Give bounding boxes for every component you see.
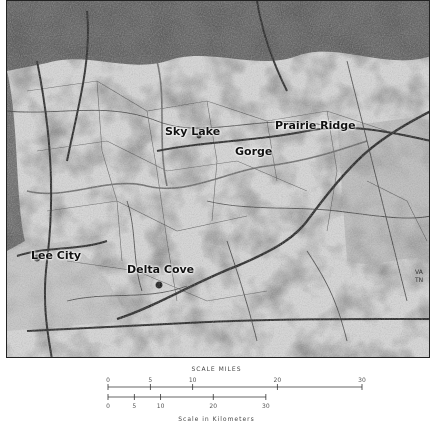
label-gorge: Gorge bbox=[235, 145, 273, 158]
scale-km-title: Scale in Kilometers bbox=[178, 416, 255, 423]
label-sky-lake: Sky Lake bbox=[165, 125, 221, 138]
label-state-tn: TN bbox=[415, 277, 424, 284]
scale-title: SCALE MILES bbox=[191, 366, 242, 373]
km-scale: 0 5 10 20 30 bbox=[106, 394, 270, 410]
km-tick-label: 5 bbox=[132, 403, 136, 410]
mile-tick-label: 5 bbox=[148, 377, 152, 384]
km-tick-label: 10 bbox=[157, 403, 165, 410]
scale-bar: 0 5 10 20 30 0 5 10 20 30 bbox=[106, 377, 366, 410]
mile-tick-label: 10 bbox=[189, 377, 197, 384]
km-tick-label: 20 bbox=[209, 403, 217, 410]
mile-scale: 0 5 10 20 30 bbox=[106, 377, 366, 390]
topographic-map: Sky Lake Prairie Ridge Gorge Lee City De… bbox=[6, 0, 430, 358]
label-city-left: Lee City bbox=[31, 249, 82, 262]
label-state-va: VA bbox=[415, 269, 423, 276]
label-city-center: Delta Cove bbox=[127, 263, 195, 276]
km-tick-label: 0 bbox=[106, 403, 110, 410]
mile-tick-label: 30 bbox=[358, 377, 366, 384]
map-canvas bbox=[7, 1, 429, 357]
mile-tick-label: 0 bbox=[106, 377, 110, 384]
label-prairie-ridge: Prairie Ridge bbox=[275, 119, 356, 132]
map-texture bbox=[7, 1, 429, 357]
scale-legend: SCALE MILES 0 5 10 20 30 0 5 10 20 30 Scale in K… bbox=[0, 360, 433, 431]
km-tick-label: 30 bbox=[262, 403, 270, 410]
mile-tick-label: 20 bbox=[274, 377, 282, 384]
